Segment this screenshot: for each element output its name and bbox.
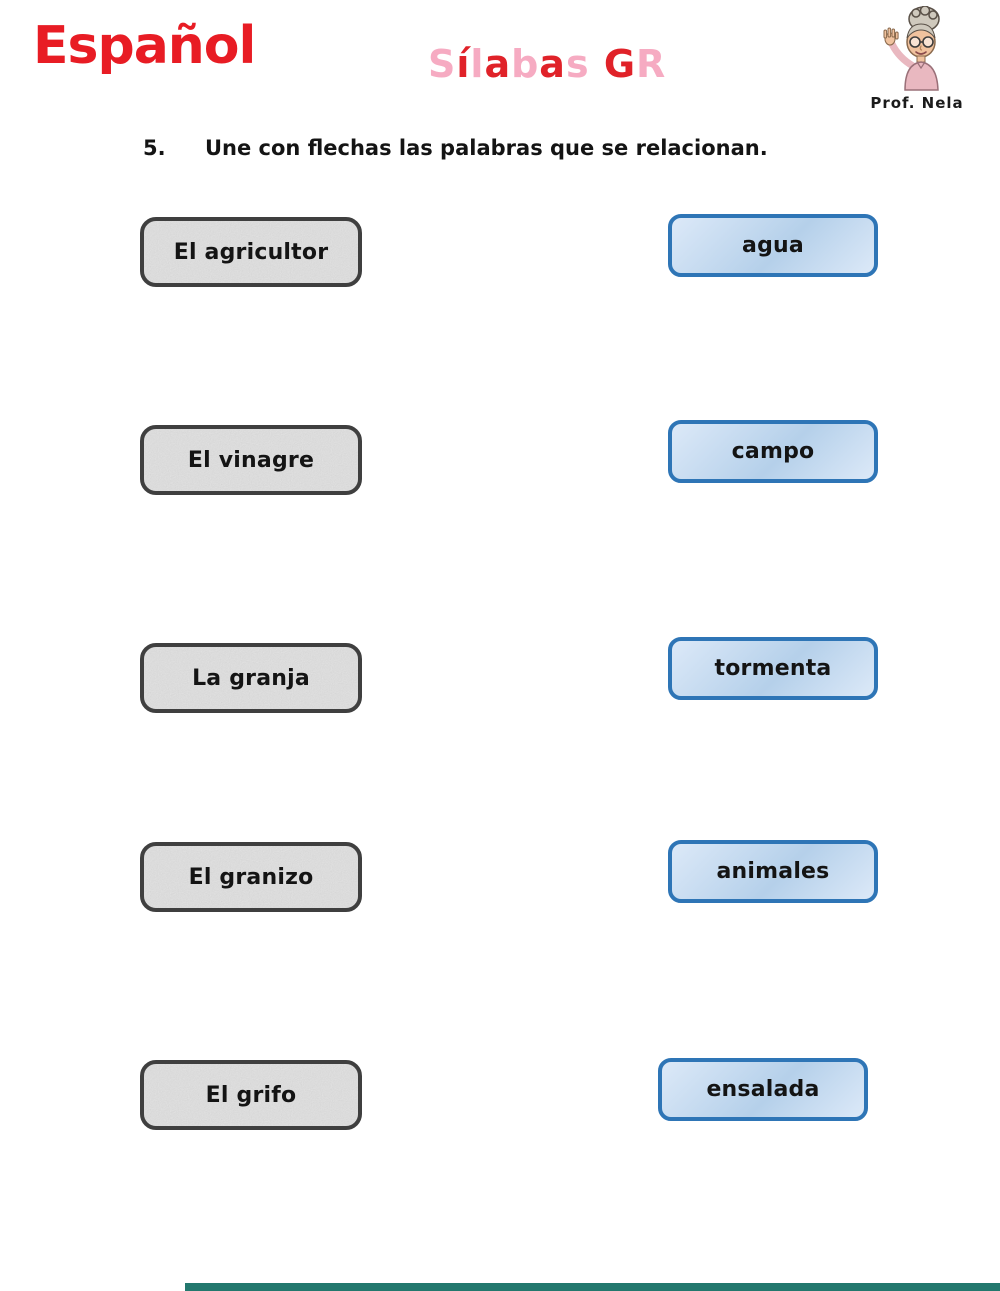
word-card-left-grifo[interactable]: El grifo [140,1060,362,1130]
word-card-label: El granizo [188,864,314,890]
word-card-label: El vinagre [187,447,315,473]
word-card-label: La granja [192,665,310,691]
word-card-right-agua[interactable]: agua [668,214,878,277]
teacher-avatar-icon [883,6,940,91]
word-card-label: campo [731,439,815,464]
lesson-title: Sílabas GR [428,42,667,86]
word-card-right-ensalada[interactable]: ensalada [658,1058,868,1121]
word-card-left-granizo[interactable]: El granizo [140,842,362,912]
word-card-left-agricultor[interactable]: El agricultor [140,217,362,287]
word-card-left-vinagre[interactable]: El vinagre [140,425,362,495]
word-card-right-campo[interactable]: campo [668,420,878,483]
word-card-label: animales [716,859,830,884]
word-card-label: ensalada [706,1077,820,1102]
word-card-label: El grifo [205,1082,297,1108]
word-card-label: agua [742,233,804,258]
subject-title: Español [33,16,256,76]
exercise-number: 5. [143,136,166,160]
word-card-label: El agricultor [173,239,329,265]
exercise-instruction: Une con flechas las palabras que se rela… [205,136,768,160]
footer-accent-bar [185,1283,1000,1291]
word-card-label: tormenta [714,656,832,681]
teacher-badge: Prof. Nela [862,6,972,112]
word-card-left-granja[interactable]: La granja [140,643,362,713]
exercise-instruction-row: 5. Une con flechas las palabras que se re… [143,136,963,160]
word-card-right-animales[interactable]: animales [668,840,878,903]
word-card-right-tormenta[interactable]: tormenta [668,637,878,700]
teacher-name-label: Prof. Nela [870,94,964,112]
